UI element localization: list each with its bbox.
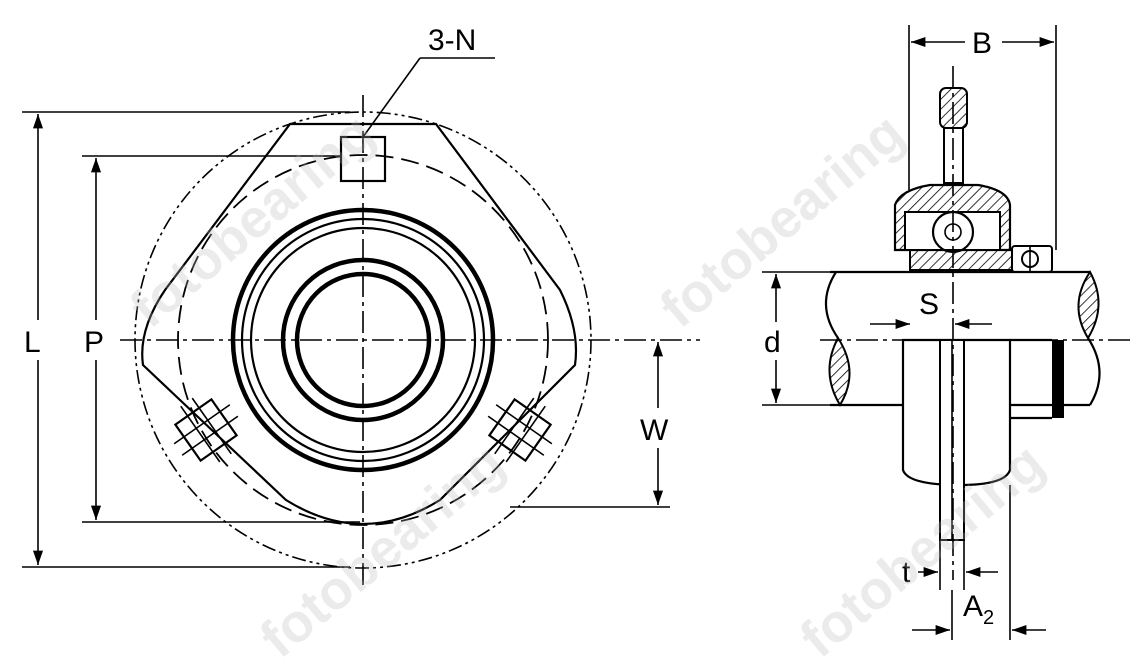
A2-label-main: A: [963, 590, 983, 623]
t-label: t: [902, 556, 911, 589]
S-label: S: [919, 288, 939, 321]
front-view: 3-N L P W: [22, 24, 700, 590]
holes-label: 3-N: [428, 24, 476, 57]
mounting-hole-right: [487, 397, 553, 463]
A2-label-sub: 2: [983, 607, 994, 629]
W-label: W: [640, 414, 669, 447]
shaft-break-right-bottom: [1087, 337, 1101, 406]
d-label: d: [764, 326, 781, 359]
collar-end: [1052, 340, 1064, 418]
L-label: L: [24, 326, 41, 359]
inner-ring: [909, 249, 1016, 271]
shaft-break-left-hatch: [828, 336, 851, 407]
set-screw-collar: [1011, 245, 1053, 273]
shaft-break-left-top: [824, 271, 839, 339]
side-view: B S d t A2: [762, 25, 1130, 640]
watermark-2: fotobearing: [649, 102, 915, 339]
flange-plate: [141, 122, 578, 526]
B-label: B: [972, 27, 992, 60]
P-label: P: [84, 326, 104, 359]
holes-leader: [362, 57, 421, 138]
mounting-hole-left: [173, 397, 239, 463]
shaft-break-right-hatch: [1077, 270, 1100, 340]
A2-label: A2: [963, 590, 994, 629]
